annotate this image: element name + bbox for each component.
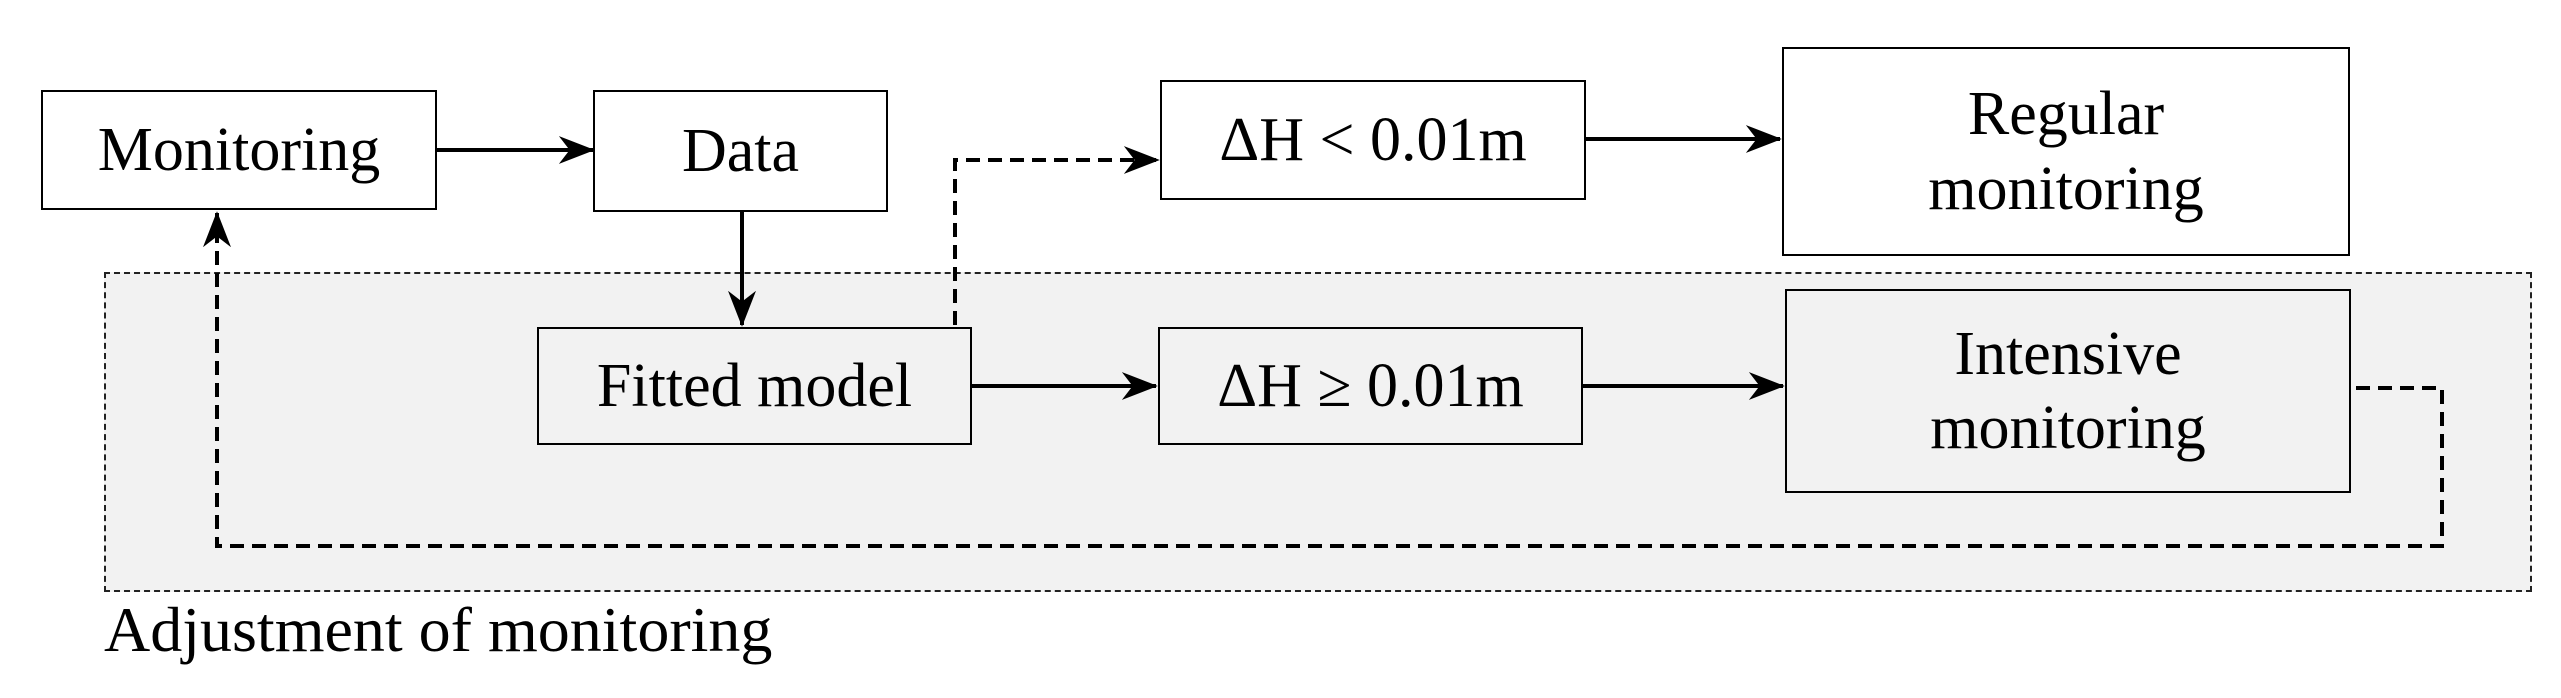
adjustment-region-label: Adjustment of monitoring — [104, 594, 773, 665]
regular-monitoring-label: Regular monitoring — [1928, 80, 2204, 223]
monitoring-label: Monitoring — [97, 115, 381, 184]
dh-less-label: ΔH < 0.01m — [1219, 105, 1527, 174]
fitted-model-box: Fitted model — [537, 327, 972, 445]
intensive-monitoring-box: Intensive monitoring — [1785, 289, 2351, 493]
dh-less-box: ΔH < 0.01m — [1160, 80, 1586, 200]
intensive-monitoring-label: Intensive monitoring — [1930, 319, 2206, 462]
dh-geq-box: ΔH ≥ 0.01m — [1158, 327, 1583, 445]
regular-monitoring-box: Regular monitoring — [1782, 47, 2350, 256]
data-label: Data — [681, 116, 800, 185]
data-box: Data — [593, 90, 888, 212]
fitted-model-label: Fitted model — [596, 351, 913, 420]
dh-geq-label: ΔH ≥ 0.01m — [1217, 351, 1524, 420]
monitoring-box: Monitoring — [41, 90, 437, 210]
